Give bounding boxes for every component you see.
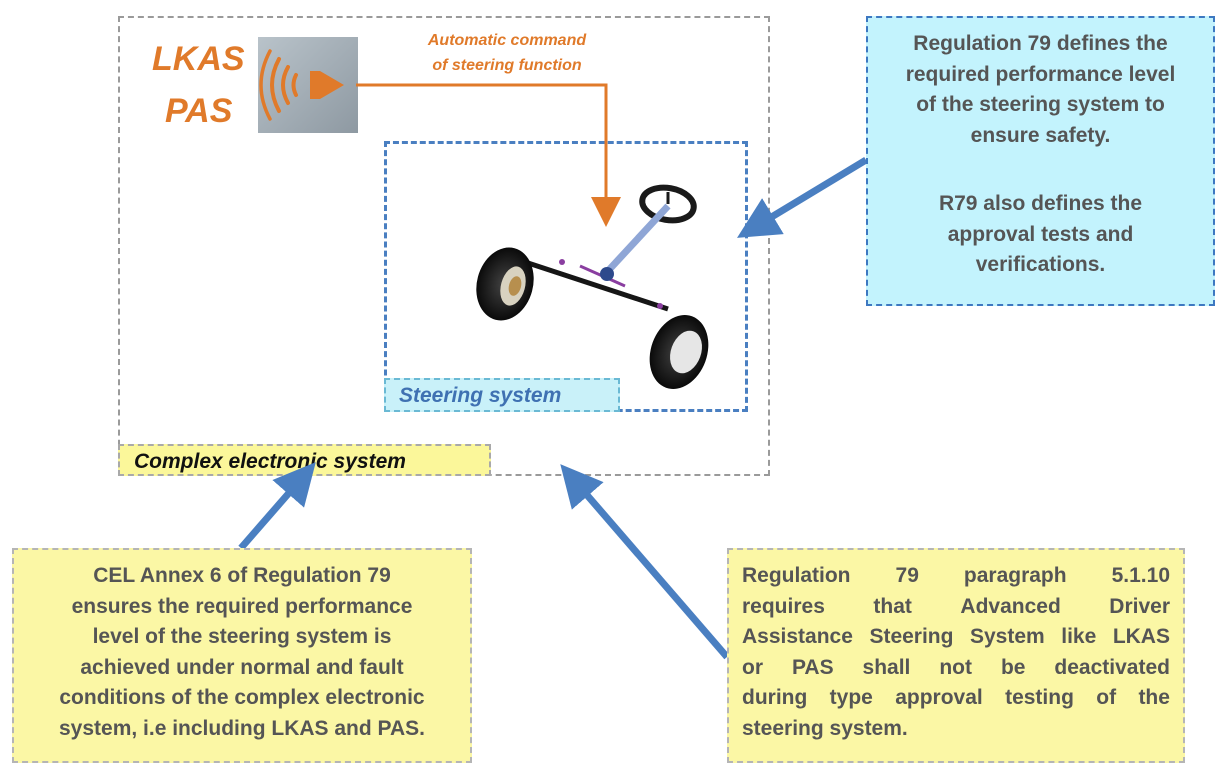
cel-note-line: system, i.e including LKAS and PAS.	[58, 716, 425, 740]
para-note-word: be	[1000, 655, 1026, 679]
r79-note-line: Regulation 79 defines the	[913, 32, 1168, 55]
automatic-command-arrow	[356, 83, 621, 227]
para-note-word: PAS	[791, 655, 834, 679]
para-note-word: or	[742, 655, 763, 679]
steering-assembly-icon	[476, 184, 709, 389]
para-note-line: or PAS shall not be deactivated	[742, 653, 1170, 684]
para-note-word: requires	[742, 594, 825, 618]
para-note-line: Assistance Steering System like LKAS	[742, 622, 1170, 653]
para-note-word: LKAS	[1112, 625, 1170, 648]
para-arrow	[560, 464, 730, 660]
para-note-word: approval	[895, 686, 983, 709]
cel-note-line: level of the steering system is	[92, 625, 392, 648]
r79-note-line: approval tests and	[947, 222, 1134, 246]
para-note-word: paragraph	[963, 564, 1067, 587]
complex-electronic-system-label: Complex electronic system	[118, 444, 491, 476]
r79-note-line: ensure safety.	[970, 123, 1111, 147]
para-note-line: Regulation 79 paragraph 5.1.10	[742, 561, 1170, 592]
para-note-word: the	[1138, 686, 1170, 709]
cel-note-line: ensures the required performance	[71, 594, 413, 618]
para-note-line: requires that Advanced Driver	[742, 592, 1170, 623]
para-note-word: type	[829, 686, 873, 709]
r79-note-line: required performance level	[905, 62, 1176, 86]
r79-arrow	[737, 157, 868, 238]
para-note-word: Steering	[869, 625, 954, 648]
para-note-word: that	[873, 594, 912, 618]
cel-note-line: achieved under normal and fault	[80, 655, 404, 679]
para-note-word: Advanced	[960, 594, 1061, 618]
cel-note-line: CEL Annex 6 of Regulation 79	[93, 564, 391, 587]
cel-arrow	[238, 462, 316, 551]
r79-note: Regulation 79 defines the required perfo…	[866, 16, 1215, 306]
para-note-word: Assistance	[742, 625, 853, 648]
command-label-line2: of steering function	[432, 57, 582, 74]
para-note-word: shall	[862, 655, 911, 679]
para-note-word: like	[1061, 625, 1097, 648]
steering-system-label: Steering system	[384, 378, 620, 412]
para-note-word: System	[970, 625, 1045, 648]
para-note-word: testing	[1005, 686, 1074, 709]
r79-note-spacer	[878, 151, 1203, 189]
pas-label: PAS	[165, 92, 233, 130]
para-note-word: of	[1096, 686, 1117, 709]
para-note-word: 5.1.10	[1111, 564, 1170, 587]
r79-note-line: of the steering system to	[916, 93, 1165, 116]
para-note-line: steering system.	[742, 716, 908, 740]
para-note-word: not	[939, 655, 972, 679]
command-label-line1: Automatic command	[427, 32, 587, 49]
para-note-word: deactivated	[1054, 655, 1170, 679]
lkas-label: LKAS	[152, 40, 245, 78]
para-note-word: 79	[895, 564, 919, 587]
para-note-word: Driver	[1109, 594, 1170, 618]
r79-note-line: R79 also defines the	[938, 192, 1143, 215]
cel-annex-note: CEL Annex 6 of Regulation 79 ensures the…	[12, 548, 472, 763]
para-note-word: Regulation	[742, 564, 851, 587]
para-note-word: during	[742, 686, 808, 709]
speaker-waves-icon	[258, 37, 358, 133]
paragraph-5-1-10-note: Regulation 79 paragraph 5.1.10 requires that…	[727, 548, 1185, 763]
r79-note-line: verifications.	[975, 253, 1106, 276]
cel-note-line: conditions of the complex electronic	[59, 686, 425, 709]
